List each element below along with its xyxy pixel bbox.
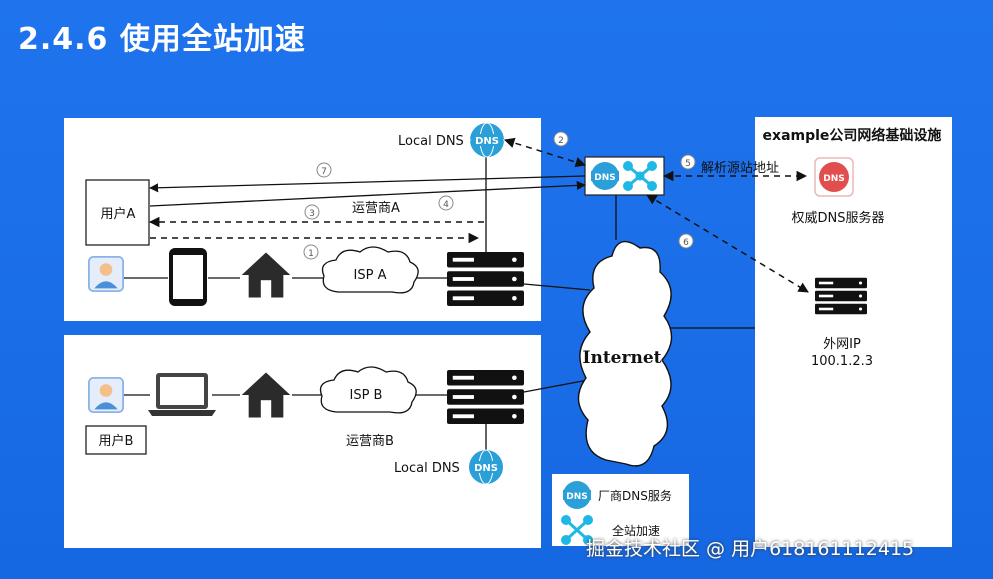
isp-a-label: ISP A	[354, 268, 387, 283]
svg-text:3: 3	[309, 209, 315, 219]
step-1-marker: 1	[303, 244, 319, 260]
authority-dns-label: 权威DNS服务器	[792, 210, 885, 226]
smartphone-icon	[169, 248, 207, 306]
legend-acceleration-icon	[561, 515, 593, 545]
legend-vendor-dns-label: 厂商DNS服务	[598, 488, 672, 503]
step-2-marker: 2	[553, 131, 569, 147]
laptop-icon	[148, 373, 216, 416]
user-a-box	[85, 179, 150, 246]
user-b-avatar-icon	[88, 377, 124, 413]
svg-text:5: 5	[685, 159, 691, 169]
acceleration-icon	[623, 161, 657, 191]
page-title: 2.4.6 使用全站加速	[18, 22, 306, 57]
isp-b-cloud	[319, 366, 417, 414]
svg-text:1: 1	[308, 249, 314, 259]
step-5-marker: 5	[680, 154, 696, 170]
local-dns-a-label: Local DNS	[398, 134, 464, 149]
svg-text:6: 6	[683, 238, 689, 248]
legend-dns-icon: DNS	[563, 481, 591, 509]
cdn-dns-icon: DNS	[591, 162, 619, 190]
operator-a-label: 运营商A	[352, 201, 400, 216]
svg-text:4: 4	[443, 200, 449, 210]
isp-b-label: ISP B	[350, 388, 383, 403]
example-network-title: example公司网络基础设施	[763, 127, 942, 144]
svg-text:DNS: DNS	[823, 174, 845, 184]
authority-dns-icon: DNS	[814, 157, 854, 197]
internet-cloud	[577, 240, 673, 467]
svg-text:DNS: DNS	[474, 463, 498, 474]
step-7-marker: 7	[316, 162, 332, 178]
user-a-avatar-icon	[88, 256, 124, 292]
step-6-marker: 6	[678, 233, 694, 249]
watermark-text: 掘金技术社区 @ 用户618161112415	[586, 538, 915, 560]
svg-text:2: 2	[558, 136, 564, 146]
svg-text:DNS: DNS	[594, 173, 616, 183]
step-3-marker: 3	[304, 204, 320, 220]
user-b-label: 用户B	[99, 433, 134, 449]
local-dns-b-label: Local DNS	[394, 461, 460, 476]
local-dns-a-icon: DNS	[470, 122, 504, 158]
server-b-icon	[447, 370, 524, 424]
user-b-box	[85, 425, 147, 455]
operator-b-label: 运营商B	[346, 434, 394, 449]
local-dns-b-icon: DNS	[469, 449, 503, 485]
svg-text:DNS: DNS	[475, 136, 499, 147]
resolve-origin-label: 解析源站地址	[701, 161, 779, 176]
internet-label: Internet	[583, 348, 662, 368]
step-4-marker: 4	[438, 195, 454, 211]
external-ip-value: 100.1.2.3	[811, 354, 873, 369]
svg-text:7: 7	[321, 167, 327, 177]
origin-server-icon	[815, 277, 867, 315]
svg-text:DNS: DNS	[566, 492, 588, 502]
external-ip-label: 外网IP	[823, 337, 861, 352]
server-a-icon	[447, 252, 524, 306]
isp-a-cloud	[321, 246, 419, 294]
user-a-label: 用户A	[101, 206, 136, 222]
legend-acceleration-label: 全站加速	[612, 523, 660, 538]
